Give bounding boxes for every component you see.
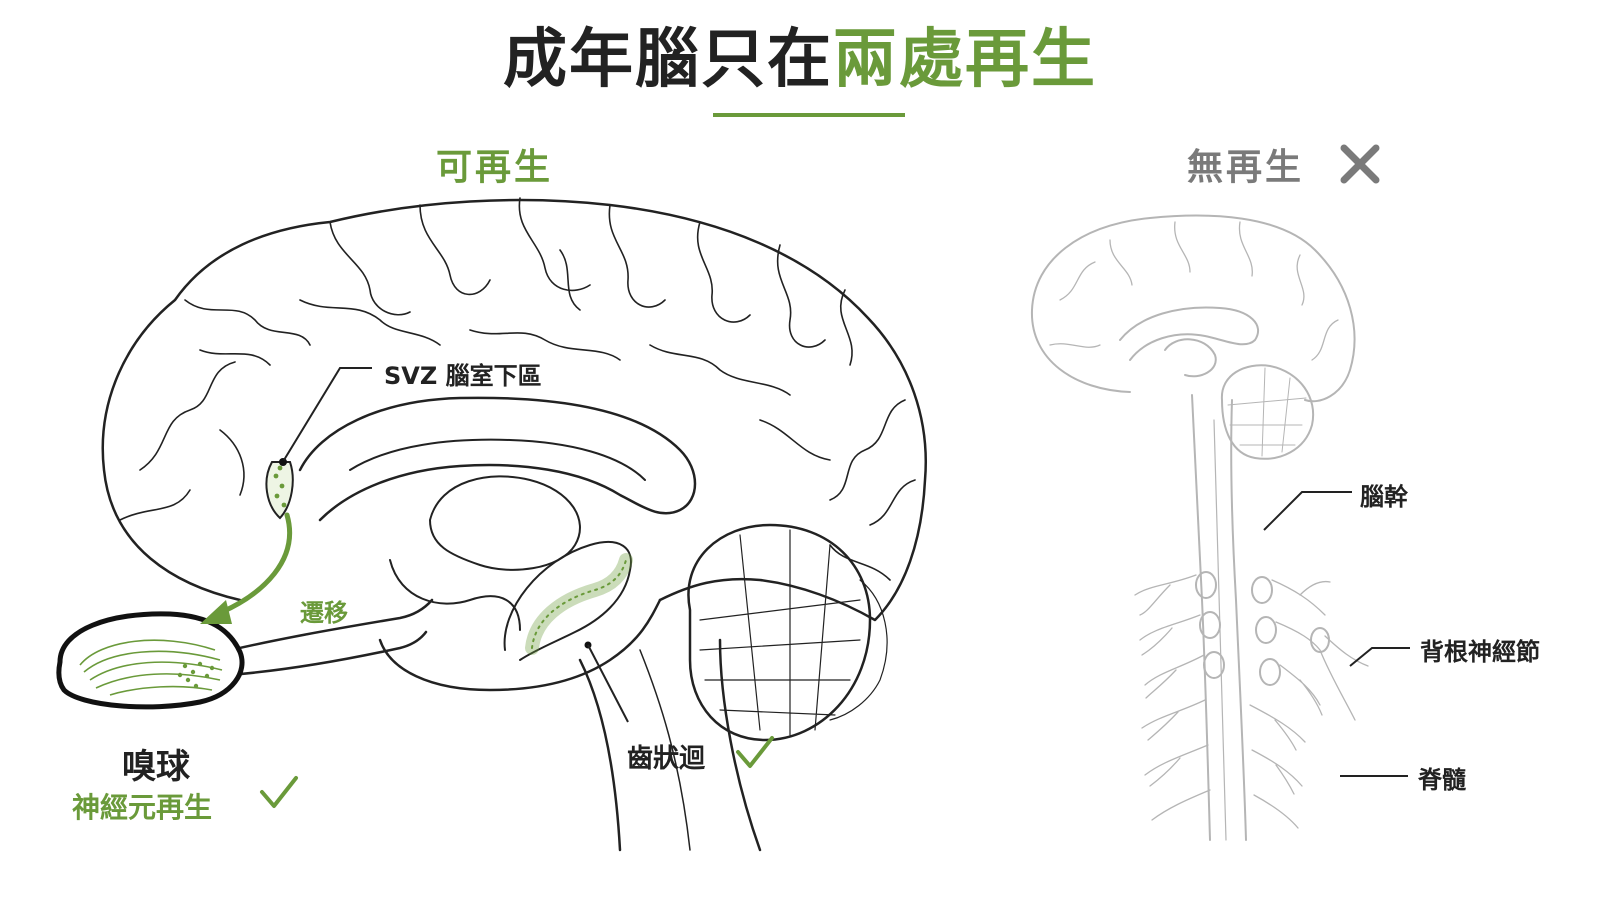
cross-icon (1340, 144, 1380, 184)
cerebrum-outline (101, 198, 927, 622)
check-icon (736, 736, 774, 768)
spinal-cord-label: 脊髓 (1418, 766, 1466, 794)
spinal-nerves (1134, 574, 1369, 829)
dorsal-root-ganglia (1195, 571, 1330, 686)
cns-diagram (1030, 214, 1369, 841)
corpus-callosum (298, 396, 697, 522)
migration-label: 遷移 (300, 599, 348, 627)
olfactory-bulb-label: 嗅球 (122, 747, 190, 787)
svz-pointer-dot (279, 458, 287, 466)
fornix (349, 438, 646, 481)
leader-lines-right (1263, 491, 1410, 777)
dentate-gyrus-label: 齒狀迴 (627, 744, 706, 774)
leader-lines-left (283, 367, 629, 723)
gyri (119, 197, 916, 581)
cns-thalamus (1164, 338, 1217, 378)
check-icon (260, 776, 298, 808)
svz-region (265, 458, 294, 520)
pons-line (639, 649, 691, 851)
olfactory-tract (208, 598, 434, 657)
brain-sagittal (101, 197, 927, 852)
cns-gyri (1049, 221, 1339, 361)
regenerative-heading: 可再生 (436, 147, 554, 188)
diencephalon (389, 559, 521, 631)
neurogenesis-label: 神經元再生 (72, 791, 213, 824)
title-underline (713, 113, 905, 117)
cns-brain-outline (1030, 214, 1356, 403)
brainstem-left (578, 638, 762, 852)
cns-corpus-callosum (1119, 306, 1260, 361)
dorsal-root-ganglion-label: 背根神經節 (1420, 638, 1540, 666)
title-main: 成年腦只在 (503, 23, 833, 97)
olfactory-bulb (56, 611, 245, 710)
non-regenerative-heading: 無再生 (1187, 147, 1305, 188)
cerebellum (687, 523, 888, 742)
thalamus (429, 475, 581, 571)
svz-label: SVZ 腦室下區 (384, 362, 542, 390)
brainstem-label: 腦幹 (1360, 483, 1408, 511)
title-accent: 兩處再生 (833, 23, 1097, 97)
olfactory-tract-lower (213, 630, 428, 678)
cns-cerebellum (1220, 364, 1315, 460)
bulb-cell-dots (177, 661, 215, 689)
hippocampus (503, 540, 632, 661)
migration-arrow (200, 512, 292, 624)
dentate-gyrus-region (525, 553, 633, 655)
cns-spinal-cord (1191, 394, 1247, 841)
page-title: 成年腦只在兩處再生 (0, 8, 1600, 100)
temporal-lobe (378, 598, 662, 692)
